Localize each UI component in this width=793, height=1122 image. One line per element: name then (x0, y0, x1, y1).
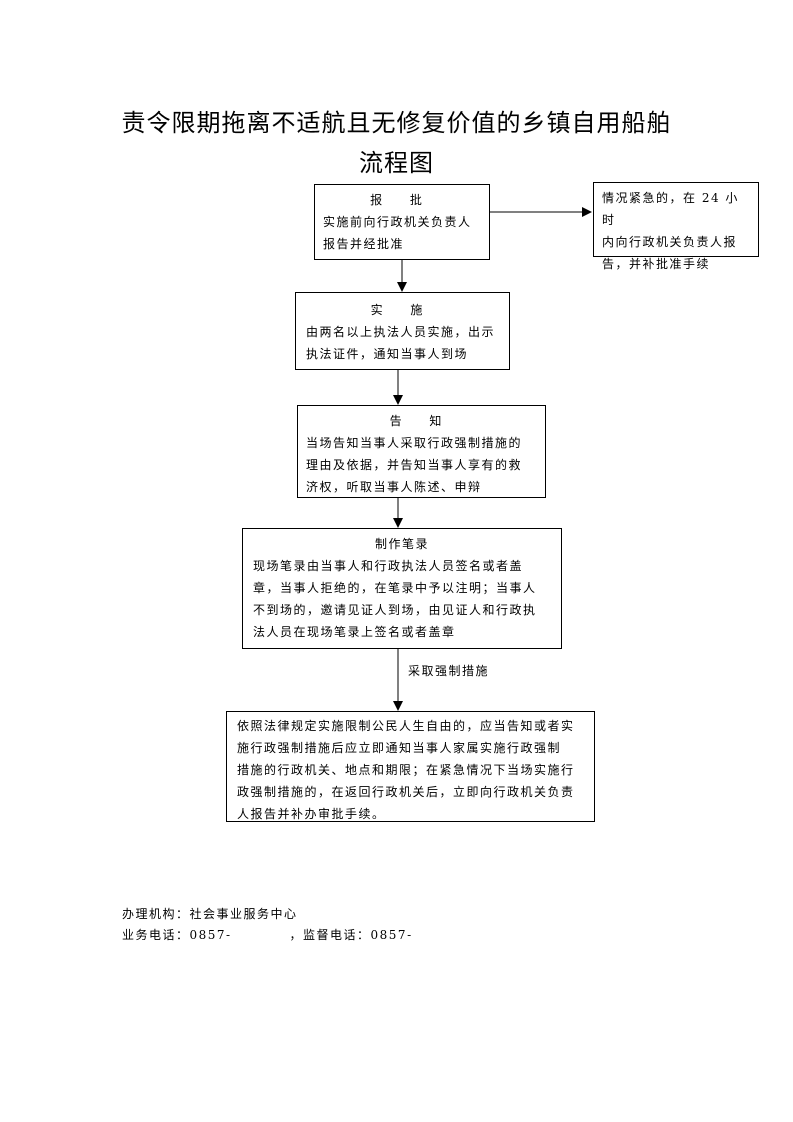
urgent-text-1: 情况紧急的，在 24 小时 (602, 191, 739, 227)
record-text-3: 不到场的，邀请见证人到场，由见证人和行政执 (253, 603, 537, 617)
footer-agency: 办理机构：社会事业服务中心 (122, 905, 298, 922)
report-box: 报 批 实施前向行政机关负责人 报告并经批准 (314, 184, 490, 260)
restrict-text-4: 政强制措施的，在返回行政机关后，立即向行政机关负责 (237, 785, 575, 799)
implement-heading: 实 施 (370, 303, 435, 317)
inform-text-2: 理由及依据，并告知当事人享有的救 (306, 458, 523, 472)
restrict-text-2: 施行政强制措施后应立即通知当事人家属实施行政强制 (237, 741, 562, 755)
arrow-label-enforce: 采取强制措施 (408, 664, 490, 678)
inform-heading: 告 知 (389, 414, 454, 428)
record-text-1: 现场笔录由当事人和行政执法人员签名或者盖 (253, 559, 524, 573)
report-heading: 报 批 (370, 193, 434, 207)
restrict-text-5: 人报告并补办审批手续。 (237, 807, 386, 821)
business-phone-label: 业务电话： (122, 928, 190, 942)
restrict-text-3: 措施的行政机关、地点和期限；在紧急情况下当场实施行 (237, 763, 575, 777)
agency-value: 社会事业服务中心 (189, 907, 298, 921)
inform-box: 告 知 当场告知当事人采取行政强制措施的 理由及依据，并告知当事人享有的救 济权… (297, 405, 546, 498)
inform-text-3: 济权，听取当事人陈述、申辩 (306, 480, 482, 494)
implement-text-1: 由两名以上执法人员实施，出示 (306, 325, 496, 339)
business-phone-value: 0857- (189, 928, 232, 942)
supervise-phone-value: 0857- (370, 928, 413, 942)
record-heading: 制作笔录 (374, 537, 429, 551)
implement-box: 实 施 由两名以上执法人员实施，出示 执法证件，通知当事人到场 (295, 292, 510, 370)
report-text-1: 实施前向行政机关负责人 (323, 215, 472, 229)
restrict-box: 依照法律规定实施限制公民人生自由的，应当告知或者实 施行政强制措施后应立即通知当… (226, 711, 595, 822)
footer-phones: 业务电话：0857-，监督电话：0857- (122, 926, 413, 943)
implement-text-2: 执法证件，通知当事人到场 (306, 347, 469, 361)
record-text-4: 法人员在现场笔录上签名或者盖章 (253, 625, 456, 639)
record-box: 制作笔录 现场笔录由当事人和行政执法人员签名或者盖 章，当事人拒绝的，在笔录中予… (242, 528, 562, 649)
record-text-2: 章，当事人拒绝的，在笔录中予以注明；当事人 (253, 581, 537, 595)
supervise-phone-label: ，监督电话： (289, 928, 371, 942)
inform-text-1: 当场告知当事人采取行政强制措施的 (306, 436, 523, 450)
page-title: 责令限期拖离不适航且无修复价值的乡镇自用船舶 (121, 109, 672, 137)
urgent-text-2: 内向行政机关负责人报 (602, 235, 738, 249)
agency-label: 办理机构： (122, 907, 190, 921)
urgent-text-3: 告，并补批准手续 (602, 257, 711, 271)
urgent-box: 情况紧急的，在 24 小时 内向行政机关负责人报 告，并补批准手续 (593, 182, 759, 271)
restrict-text-1: 依照法律规定实施限制公民人生自由的，应当告知或者实 (237, 719, 575, 733)
page-subtitle: 流程图 (359, 149, 434, 177)
report-text-2: 报告并经批准 (323, 237, 405, 251)
